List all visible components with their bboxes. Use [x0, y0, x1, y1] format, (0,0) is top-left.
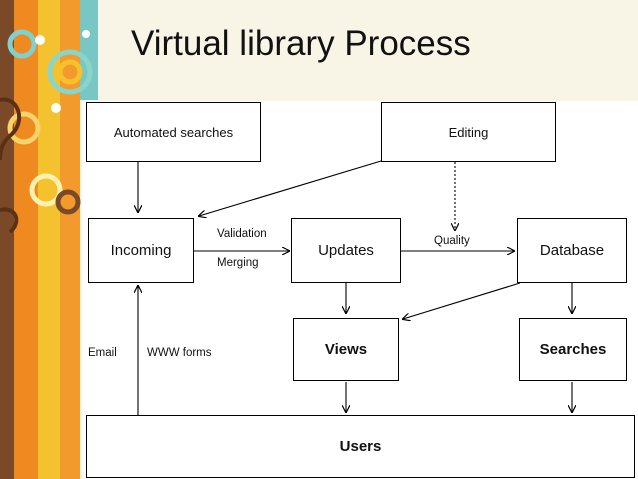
node-automated-searches-label: Automated searches [113, 124, 234, 140]
edge-label-validation: Validation [217, 228, 267, 240]
stripe-teal [80, 0, 98, 100]
node-views-label: Views [324, 341, 368, 358]
node-editing-label: Editing [448, 124, 489, 140]
node-database: Database [517, 218, 627, 283]
node-users-label: Users [339, 438, 382, 455]
edge-label-email: Email [88, 347, 117, 359]
arrow-editing-to-incoming [199, 160, 382, 216]
arrow-database-to-views [403, 282, 521, 319]
node-updates: Updates [291, 218, 401, 283]
node-database-label: Database [539, 242, 605, 259]
node-searches: Searches [519, 318, 627, 381]
edge-label-quality: Quality [434, 235, 470, 247]
node-incoming: Incoming [88, 218, 194, 283]
node-incoming-label: Incoming [110, 242, 172, 259]
node-users: Users [86, 415, 635, 478]
node-views: Views [293, 318, 399, 381]
edge-label-merging: Merging [217, 257, 259, 269]
node-editing: Editing [381, 102, 556, 162]
edge-label-www-forms: WWW forms [147, 347, 212, 359]
stripe-orange-2 [60, 0, 80, 479]
node-automated-searches: Automated searches [86, 102, 261, 162]
stripe-yellow [38, 0, 60, 479]
slide-title: Virtual library Process [131, 24, 471, 63]
stripe-orange [14, 0, 38, 479]
node-updates-label: Updates [318, 242, 374, 259]
node-searches-label: Searches [539, 341, 607, 358]
